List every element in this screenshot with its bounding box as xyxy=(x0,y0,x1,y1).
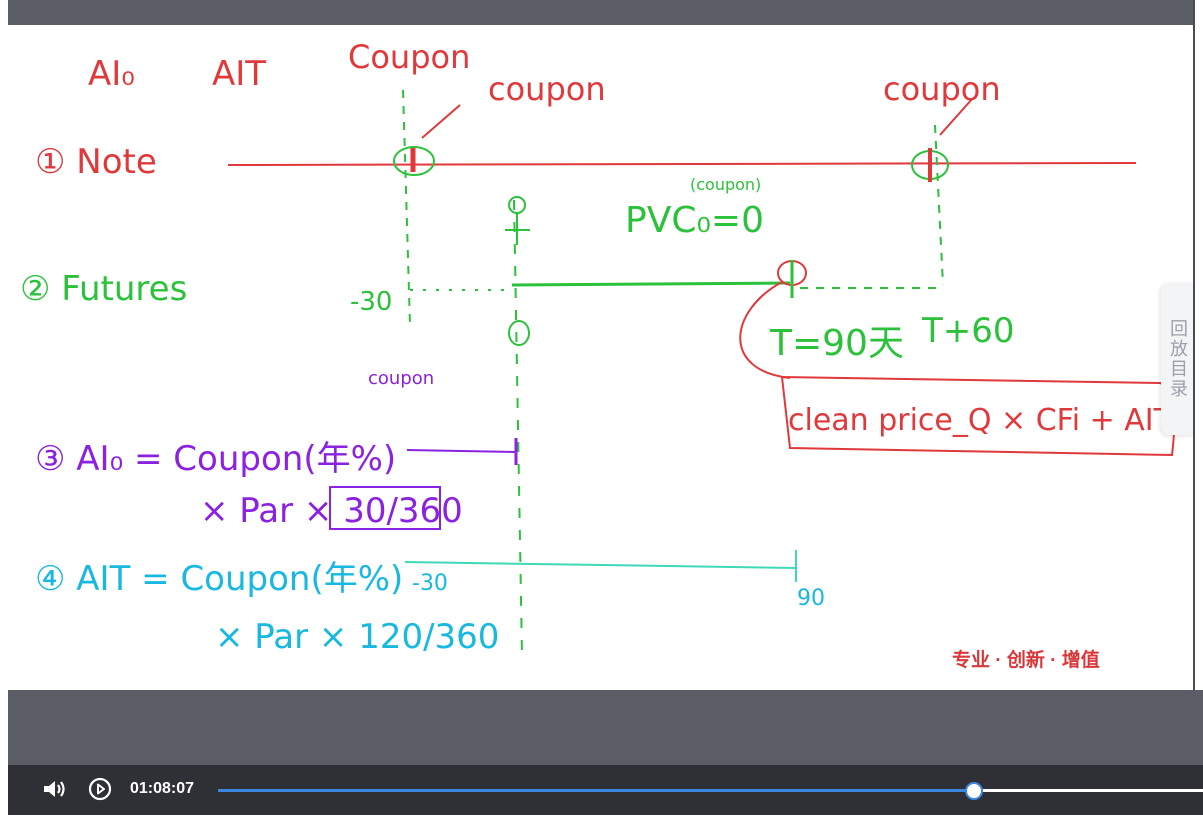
play-icon[interactable] xyxy=(88,777,112,801)
progress-fill xyxy=(218,789,973,792)
volume-icon[interactable] xyxy=(42,778,68,800)
label-coupon-left: Coupon xyxy=(348,38,470,76)
label-t90: T=90天 xyxy=(769,323,904,364)
label-ai0: AI₀ xyxy=(88,54,135,94)
label-ait: AIT xyxy=(212,54,266,94)
label-pvc-sup: (coupon) xyxy=(690,175,761,194)
current-time: 01:08:07 xyxy=(130,780,195,797)
row-ai0-line1: ③ AI₀ = Coupon(年%) xyxy=(35,439,396,479)
row-futures: ② Futures xyxy=(20,269,187,309)
futures-timeline xyxy=(511,281,791,287)
top-bar xyxy=(0,0,1203,25)
label-formula: clean price_Q × CFi + AIT xyxy=(788,403,1173,438)
note-timeline xyxy=(227,162,1137,166)
row-note: ① Note xyxy=(35,142,157,182)
playback-directory-tab[interactable]: 回放目录 xyxy=(1161,283,1195,435)
player-controls: 01:08:07 xyxy=(8,765,1203,815)
coupon-guide-left xyxy=(402,89,411,326)
label-minus30-b: -30 xyxy=(412,571,448,596)
label-pvc: PVC₀=0 xyxy=(625,200,764,241)
left-margin xyxy=(0,0,8,815)
right-edge xyxy=(1193,0,1203,765)
arrow-right xyxy=(939,97,974,136)
bottom-margin xyxy=(0,815,1203,828)
today-guide xyxy=(513,199,523,656)
label-t60: T+60 xyxy=(921,311,1015,351)
row-ait-line1: ④ AIT = Coupon(年%) xyxy=(35,559,403,599)
progress-bar[interactable] xyxy=(218,782,1203,800)
video-letterbox xyxy=(8,690,1203,765)
whiteboard-drawing: AI₀ AIT Coupon coupon coupon ① Note ② Fu… xyxy=(20,38,1176,657)
coupon-circle-left xyxy=(393,146,435,176)
label-coupon-arrow: coupon xyxy=(488,70,606,108)
row-ait-line2: × Par × 120/360 xyxy=(215,617,499,657)
progress-handle[interactable] xyxy=(964,782,983,800)
label-coupon-small: coupon xyxy=(368,368,434,389)
label-coupon-right: coupon xyxy=(883,70,1001,108)
person-icon xyxy=(508,196,526,214)
arrow-left xyxy=(421,104,461,139)
label-90: 90 xyxy=(797,586,825,611)
video-frame[interactable] xyxy=(8,25,1193,690)
row-ai0-line2: × Par × 30/360 xyxy=(200,491,463,531)
coupon-guide-right xyxy=(934,124,944,286)
watermark: 专业 · 创新 · 增值 xyxy=(952,650,1100,671)
label-minus30: -30 xyxy=(350,287,392,317)
